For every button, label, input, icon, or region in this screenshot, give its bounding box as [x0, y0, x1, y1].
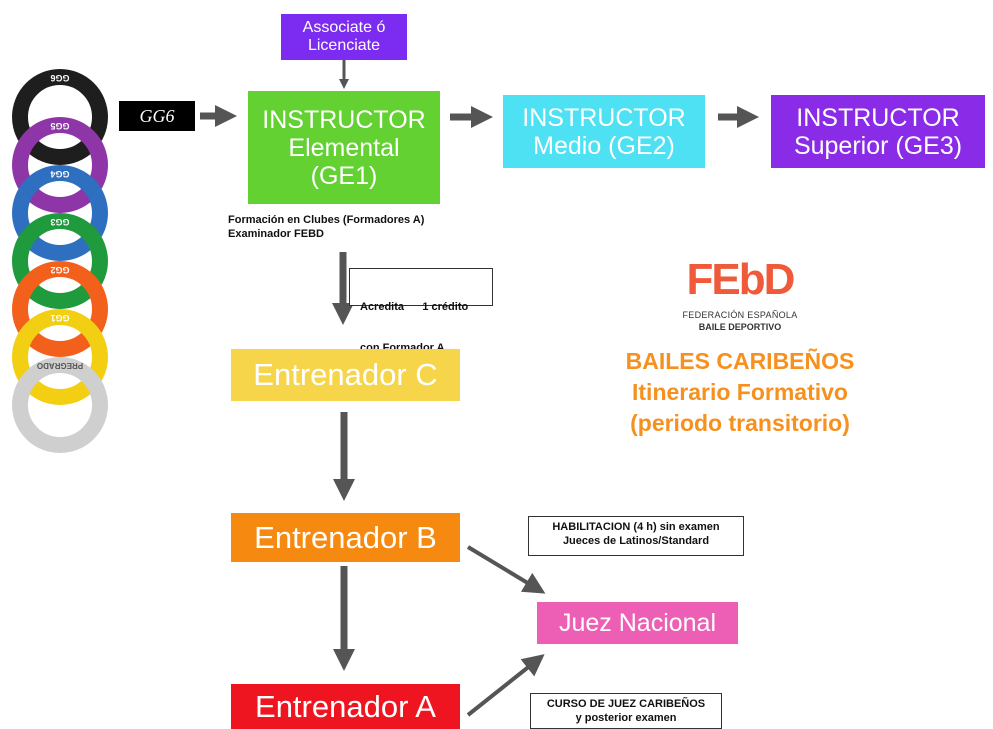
formacion-note: Formación en Clubes (Formadores A) Exami…	[228, 213, 424, 242]
gg6-tag: GG6	[119, 101, 195, 131]
title-line2: Itinerario Formativo	[632, 379, 848, 406]
curso-line1: CURSO DE JUEZ CARIBEÑOS	[546, 698, 706, 710]
instructor-superior-line2: Superior (GE3)	[793, 131, 963, 160]
title-line3: (periodo transitorio)	[630, 410, 850, 437]
ring-circle	[12, 357, 108, 453]
ring-label: PREGRADO	[37, 361, 83, 370]
ring-gg4: GG4	[12, 165, 108, 261]
febd-logo-mark: FEbD	[686, 255, 796, 304]
associate-box: Associate ó Licenciate	[281, 14, 407, 60]
instructor-medio-line2: Medio (GE2)	[533, 131, 675, 160]
curso-note: CURSO DE JUEZ CARIBEÑOS y posterior exam…	[530, 693, 722, 729]
ring-circle	[12, 69, 108, 165]
ring-label: GG6	[50, 73, 69, 83]
ring-label: GG2	[50, 265, 69, 275]
instructor-elemental-line2: Elemental	[288, 133, 400, 162]
ring-circle	[12, 213, 108, 309]
instructor-elemental-line3: (GE1)	[310, 161, 378, 190]
entrenador-a-box: Entrenador A	[231, 684, 460, 729]
ring-circle	[12, 309, 108, 405]
febd-logo: FEbD FEDERACIÓN ESPAÑOLA BAILE DEPORTIVO	[680, 255, 800, 333]
juez-nacional-box: Juez Nacional	[537, 602, 738, 644]
entrenador-b-box: Entrenador B	[231, 513, 460, 562]
instructor-elemental-line1: INSTRUCTOR	[262, 105, 426, 134]
instructor-superior-line1: INSTRUCTOR	[796, 103, 960, 132]
ring-label: GG1	[50, 313, 69, 323]
ring-gg3: GG3	[12, 213, 108, 309]
entrenador-c-box: Entrenador C	[231, 349, 460, 401]
associate-line2: Licenciate	[307, 37, 381, 54]
ring-label: GG5	[50, 121, 69, 131]
instructor-elemental-box: INSTRUCTOR Elemental (GE1)	[248, 91, 440, 204]
febd-logo-sub1: FEDERACIÓN ESPAÑOLA	[682, 310, 798, 320]
associate-line1: Associate ó	[302, 19, 386, 37]
ring-label: GG4	[50, 169, 69, 179]
gg6-tag-label: GG6	[139, 105, 175, 126]
ring-circle	[12, 261, 108, 357]
curso-line2: y posterior examen	[575, 711, 677, 724]
instructor-superior-box: INSTRUCTOR Superior (GE3)	[771, 95, 985, 168]
ring-gg1: GG1	[12, 309, 108, 405]
title-line1: BAILES CARIBEÑOS	[625, 348, 855, 374]
entrenador-a-label: Entrenador A	[255, 688, 436, 724]
formacion-line1: Formación en Clubes (Formadores A)	[228, 214, 425, 226]
ring-gg6: GG6	[12, 69, 108, 165]
title-block: BAILES CARIBEÑOS Itinerario Formativo (p…	[590, 346, 890, 439]
instructor-medio-line1: INSTRUCTOR	[522, 103, 686, 132]
ring-circle	[12, 165, 108, 261]
habilitacion-line2: Jueces de Latinos/Standard	[562, 534, 710, 547]
entrenador-b-label: Entrenador B	[254, 519, 437, 555]
ring-gg5: GG5	[12, 117, 108, 213]
acredita-note: Acredita 1 crédito con Formador A	[349, 268, 493, 354]
arrow-a-to-juez	[466, 654, 545, 717]
ring-pregrado: PREGRADO	[12, 357, 108, 453]
ring-label: GG3	[50, 217, 69, 227]
habilitacion-note: HABILITACION (4 h) sin examen Jueces de …	[528, 516, 744, 556]
habilitacion-line1: HABILITACION (4 h) sin examen	[552, 521, 720, 533]
arrow-b-to-juez	[466, 545, 546, 594]
instructor-medio-box: INSTRUCTOR Medio (GE2)	[503, 95, 705, 168]
formacion-line2: Examinador FEBD	[228, 228, 324, 241]
entrenador-c-label: Entrenador C	[253, 357, 438, 392]
juez-nacional-label: Juez Nacional	[558, 608, 717, 637]
acredita-line1: Acredita 1 crédito	[360, 300, 469, 313]
ring-gg2: GG2	[12, 261, 108, 357]
ring-circle	[12, 117, 108, 213]
febd-logo-sub2: BAILE DEPORTIVO	[698, 322, 782, 332]
